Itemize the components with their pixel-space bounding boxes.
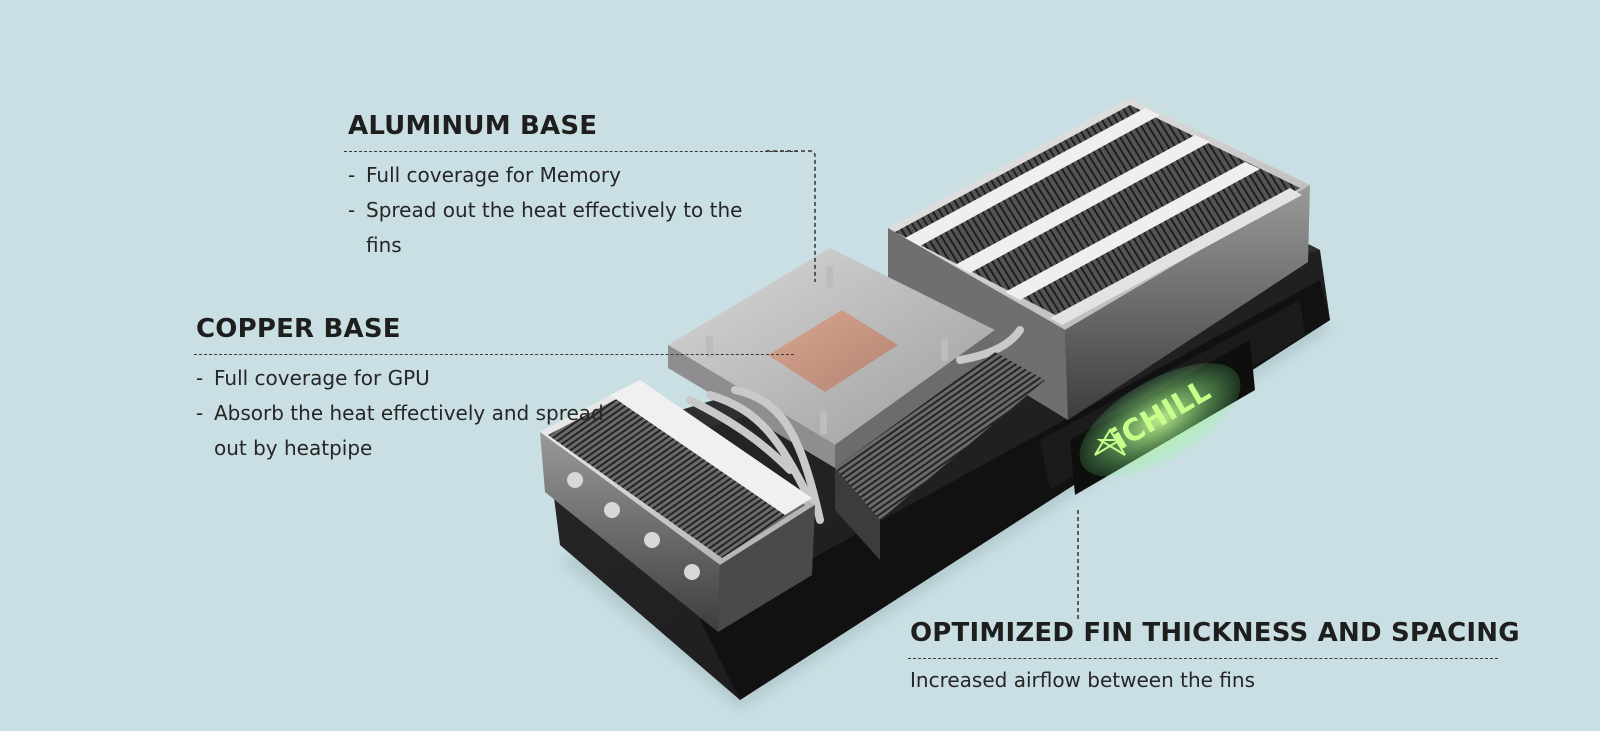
middle-fin-block xyxy=(835,352,1045,560)
copper-base-list: Full coverage for GPU Absorb the heat ef… xyxy=(196,361,626,466)
aluminum-base-title: ALUMINUM BASE xyxy=(348,111,598,141)
fin-spacing-title: OPTIMIZED FIN THICKNESS AND SPACING xyxy=(910,618,1520,648)
heatpipes xyxy=(686,326,1024,524)
list-item: Absorb the heat effectively and spread o… xyxy=(196,396,626,466)
copper-pad xyxy=(768,310,898,392)
callout-leader-lines xyxy=(766,150,1079,622)
list-item: Full coverage for Memory xyxy=(348,158,766,193)
aluminum-base-callout: ALUMINUM BASE Full coverage for Memory S… xyxy=(344,111,798,263)
fin-spacing-description: Increased airflow between the fins xyxy=(910,668,1255,692)
copper-base-title: COPPER BASE xyxy=(196,314,401,344)
list-item: Spread out the heat effectively to the f… xyxy=(348,193,766,263)
list-item: Full coverage for GPU xyxy=(196,361,626,396)
dashed-divider xyxy=(344,151,798,152)
fin-spacing-callout: OPTIMIZED FIN THICKNESS AND SPACING Incr… xyxy=(908,618,1520,698)
rear-fin-stack xyxy=(888,98,1310,420)
aluminum-base-list: Full coverage for Memory Spread out the … xyxy=(348,158,766,263)
copper-base-callout: COPPER BASE Full coverage for GPU Absorb… xyxy=(194,314,794,466)
dashed-divider xyxy=(194,354,794,355)
dashed-divider xyxy=(908,658,1498,659)
ichill-logo-panel: iCHILL xyxy=(1070,340,1255,495)
